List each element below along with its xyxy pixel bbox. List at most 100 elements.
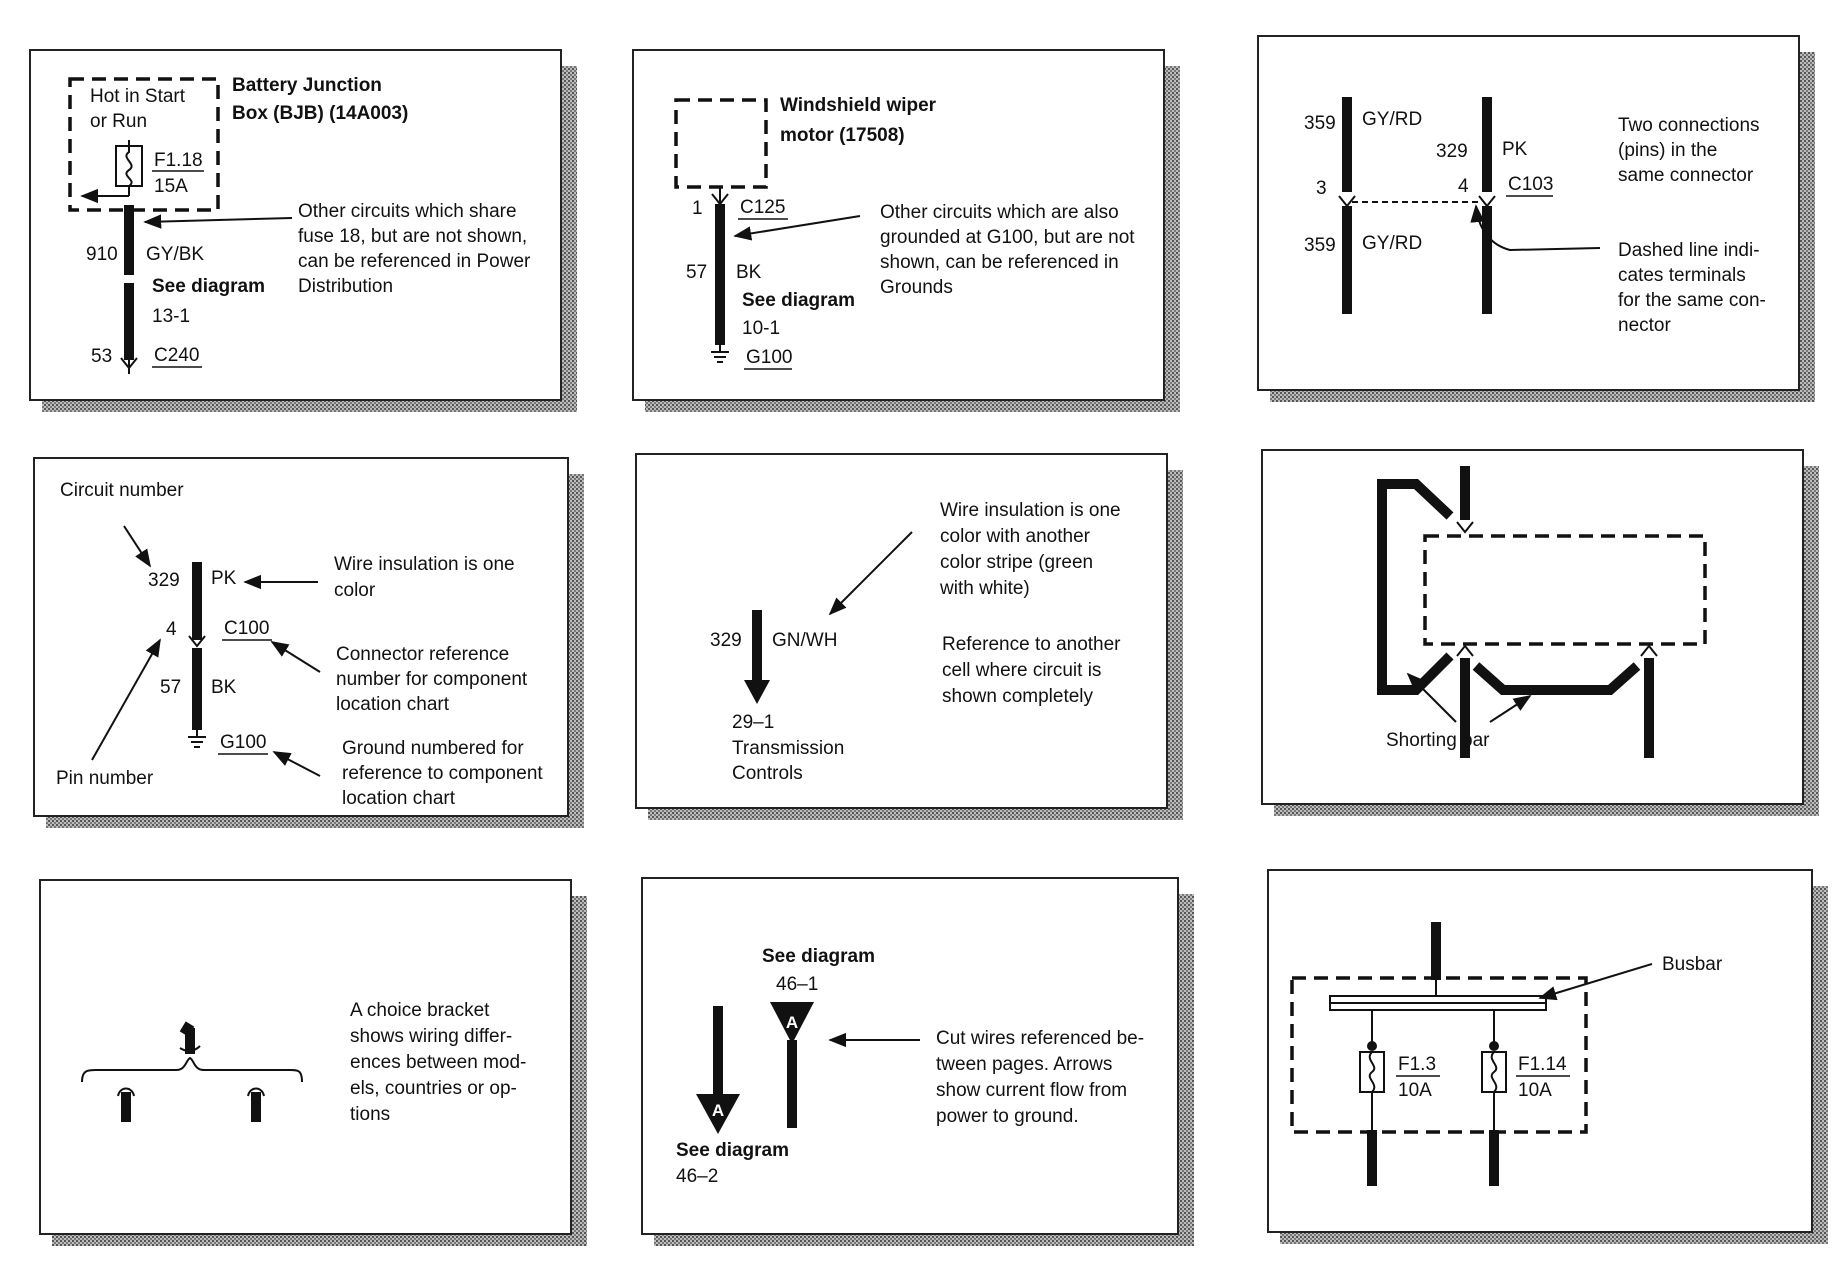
right-color: PK (1502, 139, 1528, 160)
note-b-line3: for the same con- (1618, 290, 1766, 311)
note-c-line3: location chart (342, 788, 456, 809)
fuse-rating: 15A (154, 176, 188, 197)
pin-number: 4 (166, 619, 177, 640)
callout-arrow (143, 214, 293, 229)
callout-arrow (733, 215, 861, 241)
panel-busbar: Busbar F1.3 10A F1.14 10A (1267, 869, 1828, 1244)
connector-id: C125 (740, 197, 785, 218)
note-b-line3: location chart (336, 694, 450, 715)
connector-icon (188, 635, 206, 648)
note-a-line2: (pins) in the (1618, 140, 1717, 161)
see-top-ref: 46–1 (776, 974, 818, 995)
note-b-line1: Connector reference (336, 644, 509, 665)
panel-fuse-junction-box: Hot in Start or Run Battery Junction Box… (29, 49, 577, 412)
component-dashed-box (1423, 534, 1707, 646)
note-b-line2: number for component (336, 669, 528, 690)
see-diagram-label: See diagram (742, 290, 855, 311)
marker-bottom: A (712, 1101, 724, 1120)
busbar-label: Busbar (1662, 954, 1723, 975)
component-title-line1: Windshield wiper (780, 95, 937, 116)
note-line2: shows wiring differ- (350, 1026, 512, 1047)
wire-color: PK (211, 568, 237, 589)
choice-bracket-icon (81, 1021, 303, 1122)
callout-arrow (1470, 204, 1601, 252)
connector-id: C103 (1508, 174, 1553, 195)
see-diagram-ref: 13-1 (152, 306, 190, 327)
reference-line3: Controls (732, 763, 803, 784)
note-line1: Other circuits which share (298, 201, 517, 222)
left-circuit-top: 359 (1304, 113, 1336, 134)
shorting-bar-right (1472, 662, 1641, 695)
note-line1: Cut wires referenced be- (936, 1028, 1144, 1049)
shorting-bar-label: Shorting bar (1386, 730, 1490, 751)
panel-wire-legend: Circuit number 329 PK 4 C100 57 BK G100 … (33, 457, 584, 828)
pin-number-label: Pin number (56, 768, 154, 789)
note-line3: shown, can be referenced in (880, 252, 1119, 273)
left-pin: 3 (1316, 178, 1327, 199)
component-title-line2: Box (BJB) (14A003) (232, 103, 408, 124)
note-c-line1: Ground numbered for (342, 738, 524, 759)
note-line1: Other circuits which are also (880, 202, 1119, 223)
panel-striped-wire: 329 GN/WH 29–1 Transmission Controls Wir… (635, 453, 1183, 820)
note-line4: Grounds (880, 277, 953, 298)
circuit-number: 57 (686, 262, 707, 283)
wire-color: GN/WH (772, 630, 837, 651)
note-line3: show current flow from (936, 1080, 1127, 1101)
note-line4: els, countries or op- (350, 1078, 517, 1099)
note-a-line1: Wire insulation is one (334, 554, 515, 575)
note-line2: fuse 18, but are not shown, (298, 226, 527, 247)
panel-choice-bracket: A choice bracket shows wiring differ- en… (39, 879, 587, 1246)
left-color-top: GY/RD (1362, 109, 1422, 130)
connector-id: C100 (224, 618, 269, 639)
note-line1: A choice bracket (350, 1000, 490, 1021)
note-a-line2: color (334, 580, 376, 601)
see-diagram-label: See diagram (152, 276, 265, 297)
see-diagram-ref: 10-1 (742, 318, 780, 339)
component-title-line1: Battery Junction (232, 75, 382, 96)
left-color-bottom: GY/RD (1362, 233, 1422, 254)
circuit-number-2: 57 (160, 677, 181, 698)
circuit-number: 329 (710, 630, 742, 651)
note-b-line2: cell where circuit is (942, 660, 1101, 681)
fuse-b-name: F1.14 (1518, 1054, 1567, 1075)
fuse-b-rating: 10A (1518, 1080, 1552, 1101)
panel-ground-reference: Windshield wiper motor (17508) 1 C125 57… (632, 49, 1180, 412)
panel-shorting-bar: Shorting bar (1261, 449, 1819, 816)
ground-id: G100 (746, 347, 792, 368)
panel-cut-wires: See diagram 46–1 A A See diagram 46–2 Cu… (641, 877, 1194, 1246)
circuit-number: 910 (86, 244, 118, 265)
note-b-line2: cates terminals (1618, 265, 1746, 286)
left-circuit-bottom: 359 (1304, 235, 1336, 256)
box-label-line1: Hot in Start (90, 86, 186, 107)
circuit-number: 329 (148, 570, 180, 591)
note-a-line4: with white) (939, 578, 1030, 599)
component-title-line2: motor (17508) (780, 125, 905, 146)
right-circuit: 329 (1436, 141, 1468, 162)
marker-triangle-bottom-icon (696, 1094, 740, 1134)
marker-top: A (786, 1013, 798, 1032)
fuse-icon (80, 140, 143, 204)
note-a-line1: Wire insulation is one (940, 500, 1121, 521)
note-line3: ences between mod- (350, 1052, 526, 1073)
see-top-label: See diagram (762, 946, 875, 967)
wire-color: BK (736, 262, 762, 283)
note-line4: power to ground. (936, 1106, 1079, 1127)
fuse-a-icon (1359, 1010, 1385, 1186)
reference-line2: Transmission (732, 738, 844, 759)
circuit-number-label: Circuit number (60, 480, 184, 501)
ground-icon (188, 730, 206, 748)
see-bottom-label: See diagram (676, 1140, 789, 1161)
note-a-line3: color stripe (green (940, 552, 1093, 573)
note-a-line3: same connector (1618, 165, 1754, 186)
fuse-a-name: F1.3 (1398, 1054, 1436, 1075)
panel-same-connector: 359 GY/RD 3 359 GY/RD 329 PK 4 C103 Two … (1257, 35, 1815, 402)
ground-icon (711, 345, 729, 363)
note-b-line4: nector (1618, 315, 1671, 336)
note-b-line1: Reference to another (942, 634, 1121, 655)
note-b-line1: Dashed line indi- (1618, 240, 1760, 261)
reference-line1: 29–1 (732, 712, 774, 733)
box-label-line2: or Run (90, 111, 147, 132)
note-line3: can be referenced in Power (298, 251, 531, 272)
bjb-dashed-box (68, 77, 220, 212)
